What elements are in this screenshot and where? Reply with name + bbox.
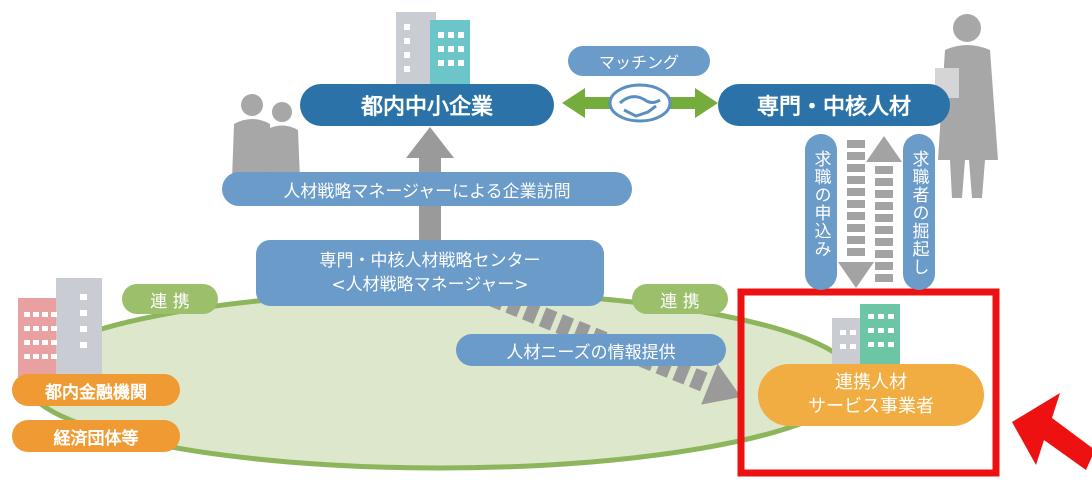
- node-sme: 都内中小企業: [300, 84, 554, 126]
- discover-text: 求職者の掘起し: [908, 150, 929, 276]
- service-title: 連携人材: [835, 372, 907, 393]
- arrow-icon: [866, 136, 902, 282]
- apply-text: 求職の申込み: [810, 150, 831, 258]
- building-icon: [832, 304, 900, 368]
- building-icon: [18, 278, 102, 380]
- arrow-icon: [838, 140, 874, 288]
- node-talent: 専門・中核人材: [718, 84, 950, 126]
- node-economic: 経済団体等: [12, 420, 180, 452]
- businessman-icon: [935, 14, 998, 198]
- label-matching: マッチング: [568, 46, 710, 76]
- node-finance: 都内金融機関: [12, 374, 180, 406]
- node-center: 専門・中核人材戦略センター <人材戦略マネージャー>: [256, 240, 604, 306]
- label-info: 人材ニーズの情報提供: [456, 334, 726, 366]
- handshake-icon: [608, 83, 672, 123]
- center-subtitle: <人材戦略マネージャー>: [331, 275, 529, 295]
- label-discover: 求職者の掘起し: [903, 134, 935, 290]
- arrow-icon: [1012, 393, 1092, 470]
- service-subtitle: サービス事業者: [808, 396, 934, 417]
- building-icon: [396, 12, 470, 90]
- label-link-left: 連 携: [122, 284, 218, 314]
- businesspeople-icon: [232, 94, 300, 180]
- center-title: 専門・中核人材戦略センター: [319, 251, 541, 271]
- label-link-right: 連 携: [632, 284, 728, 314]
- label-apply: 求職の申込み: [805, 134, 837, 290]
- highlight-box: [737, 288, 1000, 477]
- node-service-provider: 連携人材 サービス事業者: [758, 364, 984, 426]
- label-visit: 人材戦略マネージャーによる企業訪問: [222, 172, 632, 206]
